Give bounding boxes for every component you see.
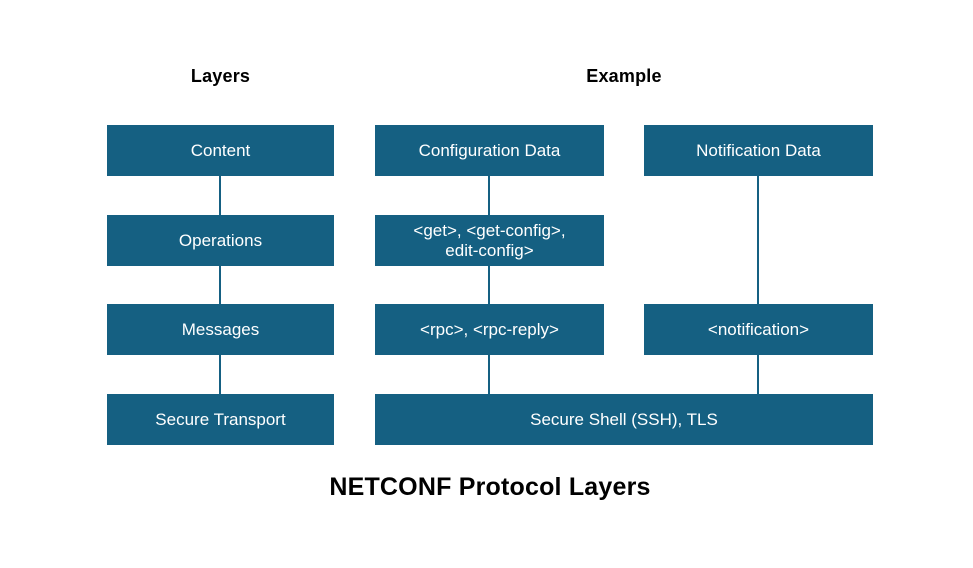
connector-notificationdata-notification (757, 176, 759, 304)
example-box-secure-shell-tls: Secure Shell (SSH), TLS (375, 394, 873, 445)
connector-configdata-get (488, 176, 490, 215)
connector-notification-ssh (757, 355, 759, 394)
diagram-title: NETCONF Protocol Layers (329, 472, 651, 501)
connector-content-operations (219, 176, 221, 215)
layer-box-secure-transport: Secure Transport (107, 394, 334, 445)
example-box-get-operations: <get>, <get-config>, edit-config> (375, 215, 604, 266)
connector-operations-messages (219, 266, 221, 304)
example-box-configuration-data: Configuration Data (375, 125, 604, 176)
connector-messages-secure-transport (219, 355, 221, 394)
example-box-notification-message: <notification> (644, 304, 873, 355)
connector-get-rpc (488, 266, 490, 304)
example-box-rpc-messages: <rpc>, <rpc-reply> (375, 304, 604, 355)
example-box-notification-data: Notification Data (644, 125, 873, 176)
layers-column-heading: Layers (190, 65, 251, 86)
layer-box-operations: Operations (107, 215, 334, 266)
example-column-heading: Example (586, 65, 662, 86)
layer-box-content: Content (107, 125, 334, 176)
connector-rpc-ssh (488, 355, 490, 394)
layer-box-messages: Messages (107, 304, 334, 355)
